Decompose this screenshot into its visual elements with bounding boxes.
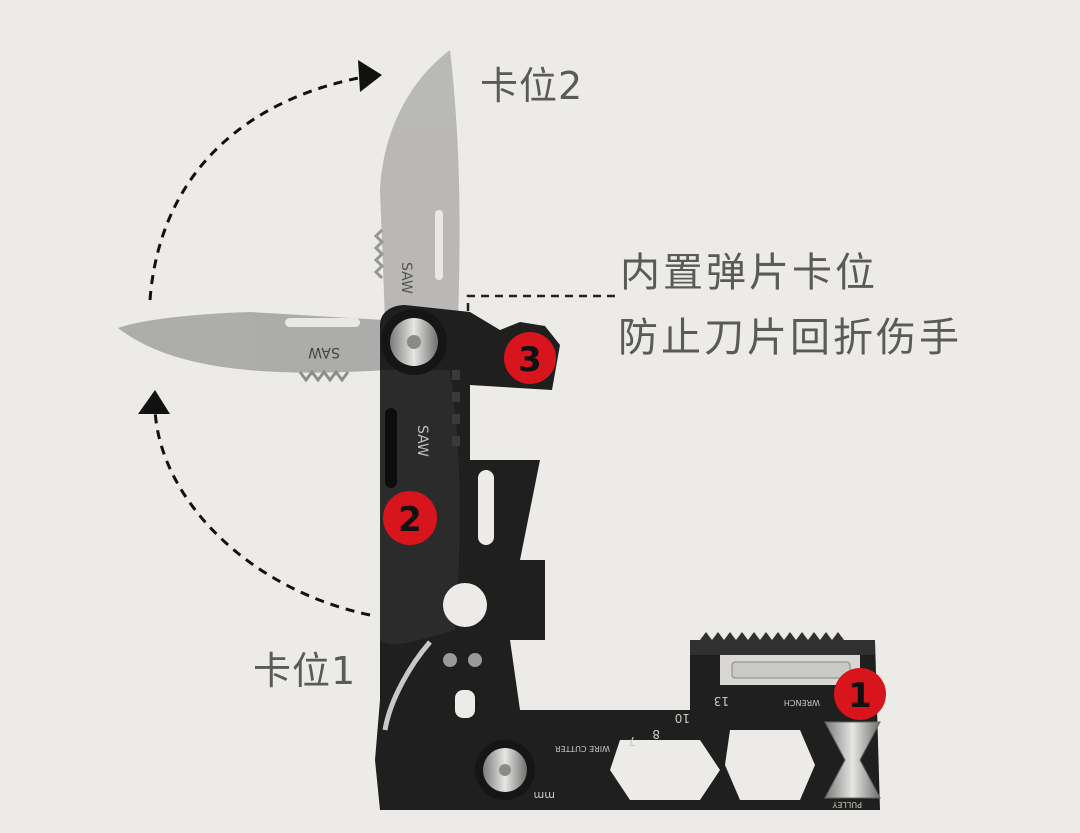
marker-1: 1 [834, 668, 886, 720]
callout-text-line-2: 防止刀片回折伤手 [618, 315, 962, 361]
marker-3: 3 [504, 332, 556, 384]
multitool-body [375, 305, 880, 810]
label-position-1: 卡位1 [253, 649, 357, 693]
blade-stamp-black: SAW [414, 425, 430, 457]
rotation-arc-lower [153, 409, 371, 617]
engraving-unit: mm [534, 789, 555, 802]
blade-stamp-vertical: SAW [398, 262, 414, 294]
small-screw-left [443, 653, 457, 667]
screwdriver-bit [731, 661, 851, 679]
engraving-pulley: PULLEY [832, 800, 862, 809]
svg-text:3: 3 [518, 340, 542, 380]
engraving-wrench: WRENCH [784, 698, 820, 707]
pulley-spool [824, 721, 881, 799]
callout-text-line-1: 内置弹片卡位 [620, 250, 878, 296]
engraving-size-7: 7 [628, 734, 636, 748]
carabiner-ring [382, 640, 432, 731]
callout-leader-line [466, 294, 620, 325]
blade-ghost-horizontal [118, 312, 385, 383]
small-screw-right [468, 653, 482, 667]
rotation-arrow-up-icon [358, 60, 382, 92]
svg-text:1: 1 [848, 676, 872, 716]
marker-2: 2 [383, 491, 437, 545]
blade-stamp-horizontal: SAW [308, 344, 340, 360]
label-position-2: 卡位2 [480, 64, 584, 108]
blade-ghost-vertical [373, 50, 460, 320]
engraving-size-13: 13 [714, 694, 729, 708]
rotation-arrow-down-icon [138, 390, 170, 414]
engraving-size-8: 8 [652, 727, 660, 741]
engraving-size-10: 10 [675, 711, 690, 725]
rotation-arc-upper [148, 73, 376, 301]
engraving-wire-cutter: WIRE CUTTER [554, 744, 610, 753]
svg-text:2: 2 [398, 500, 422, 540]
